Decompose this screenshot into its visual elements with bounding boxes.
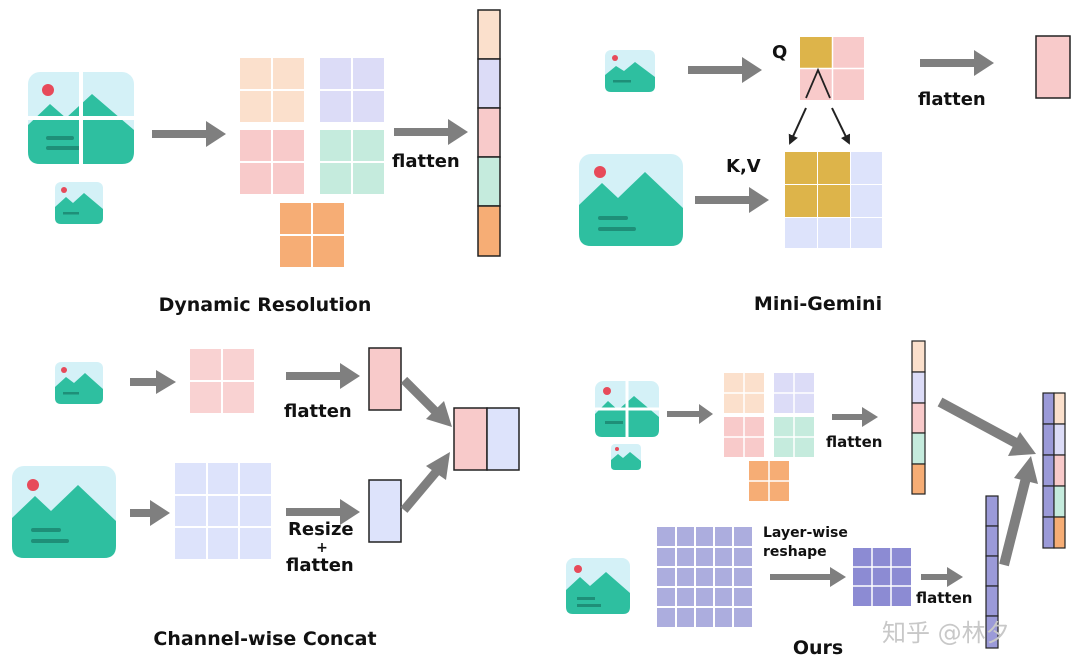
panel-caption: Ours bbox=[793, 637, 843, 659]
watermark: 知乎 @林夕 bbox=[882, 619, 1010, 647]
arrow-right-icon bbox=[152, 121, 226, 147]
merged-token-column bbox=[1042, 392, 1066, 549]
grid-peach bbox=[724, 373, 764, 413]
arrow-right-icon bbox=[920, 50, 994, 76]
reshape-label: Layer-wise bbox=[763, 525, 848, 541]
key-value-grid bbox=[785, 152, 882, 248]
image-icon bbox=[611, 444, 641, 470]
arrow-right-icon bbox=[400, 452, 450, 513]
flatten-label: flatten bbox=[826, 433, 882, 451]
grid-mint bbox=[774, 417, 814, 457]
arrow-right-icon bbox=[695, 187, 769, 213]
arrow-right-icon bbox=[921, 567, 963, 587]
token-blue bbox=[368, 479, 402, 543]
token-pink bbox=[368, 347, 402, 411]
arrow-right-icon bbox=[286, 499, 360, 525]
token-column bbox=[477, 9, 501, 257]
grid-pink bbox=[240, 130, 304, 194]
arrow-right-icon bbox=[667, 404, 713, 424]
grid-purple-large bbox=[657, 527, 752, 627]
flatten-label: flatten bbox=[284, 401, 352, 422]
concat-token bbox=[453, 407, 520, 471]
grid-lavender bbox=[320, 58, 384, 122]
arrow-right-icon bbox=[394, 119, 468, 145]
image-icon bbox=[579, 154, 683, 246]
query-grid bbox=[800, 37, 864, 100]
flatten-label: flatten bbox=[916, 589, 972, 607]
image-icon bbox=[605, 50, 655, 92]
panel-ours: flatten Layer-wise resh bbox=[566, 340, 1066, 659]
arrow-right-icon bbox=[688, 57, 762, 83]
flatten-label: flatten bbox=[286, 555, 354, 576]
arrow-right-icon bbox=[832, 407, 878, 427]
image-icon bbox=[566, 558, 630, 614]
token-column-purple bbox=[985, 495, 999, 649]
arrow-right-icon bbox=[130, 370, 176, 394]
grid-peach bbox=[240, 58, 304, 122]
plus-label: + bbox=[316, 540, 328, 556]
attention-arrow bbox=[831, 107, 851, 145]
kv-label: K,V bbox=[726, 156, 761, 177]
resize-label: Resize bbox=[288, 519, 354, 540]
grid-light-blue bbox=[175, 463, 271, 559]
arrow-right-icon bbox=[937, 397, 1036, 456]
flatten-label: flatten bbox=[392, 151, 460, 172]
panel-caption: Channel-wise Concat bbox=[153, 628, 376, 650]
grid-orange bbox=[749, 461, 789, 501]
output-token bbox=[1035, 35, 1071, 99]
panel-dynamic-resolution: flatten Dynamic Resolution bbox=[28, 9, 501, 316]
arrow-right-icon bbox=[999, 456, 1038, 567]
flatten-label: flatten bbox=[918, 89, 986, 110]
arrow-right-icon bbox=[286, 363, 360, 389]
arrow-right-icon bbox=[770, 567, 846, 587]
split-image-icon bbox=[28, 72, 134, 164]
image-icon bbox=[55, 182, 103, 224]
panel-channel-concat: flatten Resize + flatten bbox=[12, 347, 520, 650]
arrow-right-icon bbox=[400, 376, 452, 427]
panel-caption: Dynamic Resolution bbox=[159, 294, 372, 316]
panel-caption: Mini-Gemini bbox=[754, 293, 882, 315]
grid-mint bbox=[320, 130, 384, 194]
image-icon bbox=[12, 466, 116, 558]
split-image-icon bbox=[595, 381, 659, 437]
image-icon bbox=[55, 362, 103, 404]
grid-pink bbox=[190, 349, 254, 413]
token-column bbox=[911, 340, 926, 495]
arrow-right-icon bbox=[130, 500, 170, 526]
grid-orange bbox=[280, 203, 344, 267]
grid-pink bbox=[724, 417, 764, 457]
grid-lavender bbox=[774, 373, 814, 413]
reshape-label: reshape bbox=[763, 544, 827, 560]
attention-arrow bbox=[788, 107, 807, 145]
grid-purple-small bbox=[853, 548, 911, 606]
panel-mini-gemini: Q flatten K,V bbox=[579, 35, 1071, 315]
q-label: Q bbox=[772, 42, 787, 63]
